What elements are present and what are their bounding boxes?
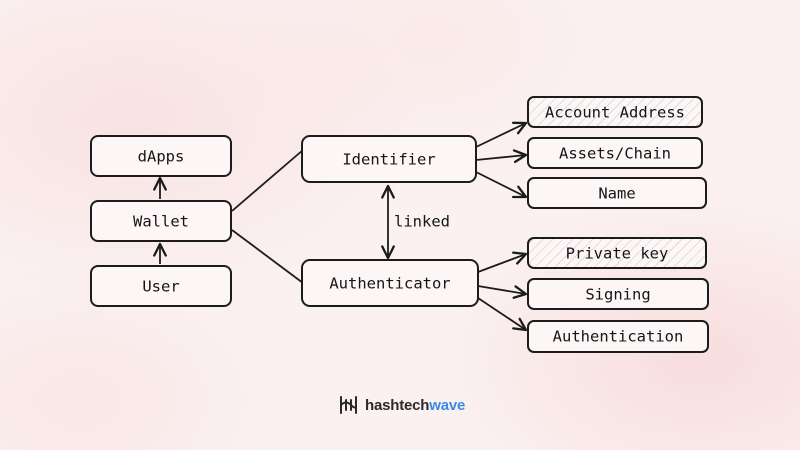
node-user: User: [90, 265, 232, 307]
node-authentication-label: Authentication: [553, 328, 684, 346]
node-name: Name: [527, 177, 707, 209]
node-name-label: Name: [598, 185, 635, 203]
node-identifier: Identifier: [301, 135, 477, 183]
edge-identifier-assets-chain: [475, 149, 528, 164]
edge-identifier-account-address: [475, 121, 528, 148]
node-dapps-label: dApps: [138, 148, 185, 166]
node-authenticator-label: Authenticator: [329, 275, 450, 293]
node-private-key-label: Private key: [566, 245, 669, 263]
node-account-address-label: Account Address: [545, 104, 685, 122]
node-assets-chain-label: Assets/Chain: [559, 145, 671, 163]
node-assets-chain: Assets/Chain: [527, 137, 703, 169]
edge-authenticator-authentication: [477, 297, 528, 332]
hashtechwave-logo-icon: [340, 396, 357, 414]
node-account-address: Account Address: [527, 96, 703, 128]
node-wallet: Wallet: [90, 200, 232, 242]
node-dapps: dApps: [90, 135, 232, 177]
node-signing: Signing: [527, 278, 709, 310]
brand-wordmark: hashtechwave: [365, 397, 465, 414]
edge-identifier-name: [475, 171, 528, 199]
brand-wordmark-part1: hashtech: [365, 396, 430, 414]
edge-authenticator-private-key: [477, 251, 528, 273]
node-authentication: Authentication: [527, 320, 709, 353]
edges: linked: [153, 121, 528, 332]
edge-wallet-identifier: [231, 149, 304, 212]
node-private-key: Private key: [527, 237, 707, 269]
node-signing-label: Signing: [585, 286, 650, 304]
node-identifier-label: Identifier: [342, 151, 435, 169]
linked-label: linked: [394, 213, 450, 231]
edge-wallet-authenticator: [231, 229, 304, 284]
node-authenticator: Authenticator: [301, 259, 479, 307]
node-wallet-label: Wallet: [133, 213, 189, 231]
edge-authenticator-signing: [477, 285, 528, 299]
brand-logo: hashtechwave: [338, 395, 465, 415]
node-user-label: User: [142, 278, 179, 296]
brand-wordmark-part2: wave: [429, 396, 466, 414]
